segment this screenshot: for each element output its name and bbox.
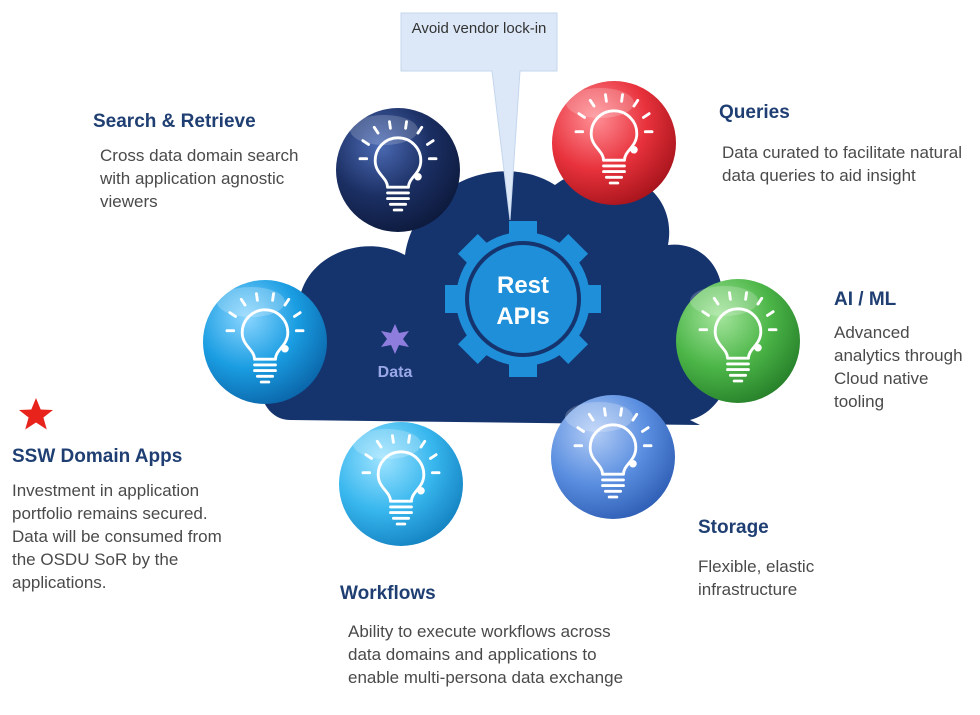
search-node-sphere: [336, 108, 460, 232]
center-label: Rest APIs: [468, 270, 578, 332]
center-label-line2: APIs: [496, 303, 550, 330]
workflows-node-sphere: [339, 422, 463, 546]
gear-icon: [445, 221, 601, 377]
ssw-title: SSW Domain Apps: [12, 446, 183, 467]
data-star-icon: [381, 324, 409, 354]
aiml-description: Advanced analytics through Cloud native …: [834, 323, 963, 411]
queries-description: Data curated to facilitate natural data …: [722, 143, 963, 185]
aiml-node-sphere: [676, 279, 800, 403]
storage-description: Flexible, elastic infrastructure: [698, 557, 815, 599]
star-icon: [19, 398, 53, 430]
ssw-node-sphere: [203, 280, 327, 404]
aiml-title: AI / ML: [834, 289, 897, 310]
queries-node-sphere: [552, 81, 676, 205]
workflows-title: Workflows: [340, 583, 436, 604]
storage-title: Storage: [698, 517, 769, 538]
callout-text: Avoid vendor lock-in: [411, 20, 547, 37]
search-description: Cross data domain search with applicatio…: [100, 146, 299, 211]
queries-title: Queries: [719, 102, 790, 123]
callout-shape: [400, 12, 558, 221]
storage-node-sphere: [551, 395, 675, 519]
center-label-line1: Rest: [496, 272, 550, 299]
ssw-description: Investment in application portfolio rema…: [12, 481, 222, 592]
workflows-description: Ability to execute workflows across data…: [348, 622, 624, 687]
data-label: Data: [377, 364, 413, 381]
search-title: Search & Retrieve: [93, 111, 256, 132]
